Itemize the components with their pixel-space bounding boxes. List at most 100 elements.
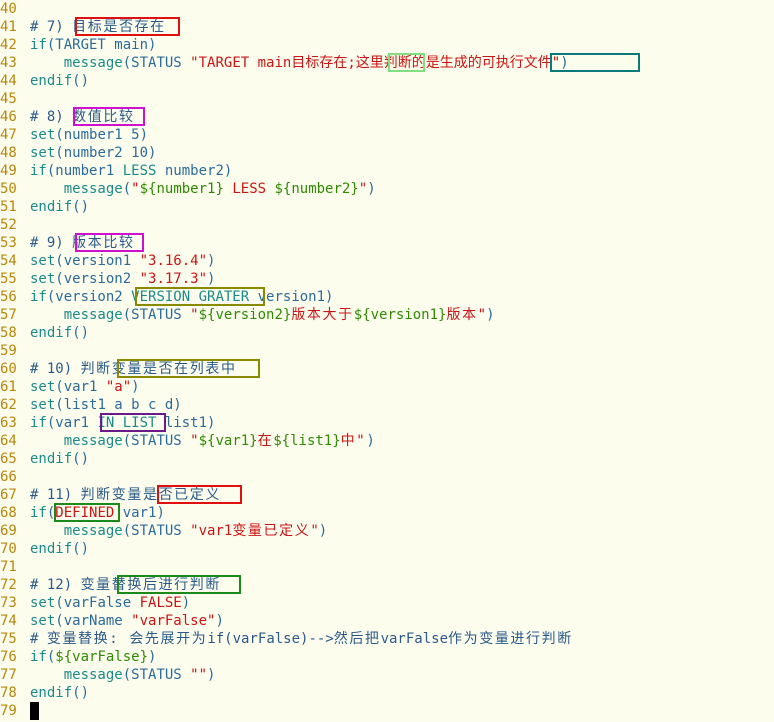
code-token: "varFalse" <box>131 613 216 629</box>
code-token <box>30 667 64 683</box>
code-token: if <box>30 163 47 179</box>
code-line-59[interactable]: 59 <box>0 342 30 360</box>
code-token: if <box>30 37 47 53</box>
code-line-46[interactable]: 46# 8) 数值比较 <box>0 108 135 126</box>
code-token: set <box>30 271 56 287</box>
code-token: version1) <box>249 289 334 305</box>
code-line-67[interactable]: 67# 11) 判断变量是否已定义 <box>0 486 221 504</box>
code-line-57[interactable]: 57 message(STATUS "${version2}版本大于${vers… <box>0 306 495 324</box>
code-token <box>30 307 64 323</box>
code-token: " <box>131 181 140 197</box>
code-line-79[interactable]: 79 <box>0 702 30 720</box>
code-line-50[interactable]: 50 message("${number1} LESS ${number2}") <box>0 180 376 198</box>
code-line-69[interactable]: 69 message(STATUS "var1变量已定义") <box>0 522 327 540</box>
code-token: ( <box>46 505 56 521</box>
code-token: () <box>72 73 90 89</box>
code-token: 作为变量进行判断 <box>448 631 573 647</box>
code-token: ) <box>181 595 191 611</box>
code-token: 变量替换后进行判断 <box>80 577 221 593</box>
code-token: list1) <box>156 415 216 431</box>
line-number: 75 <box>0 631 17 647</box>
code-token: ${var1} <box>198 433 258 449</box>
line-number: 51 <box>0 199 17 215</box>
code-token: endif <box>30 199 73 215</box>
text-cursor <box>30 702 39 720</box>
code-token: # 12) <box>30 577 81 593</box>
code-token: 目标是否存在 <box>72 19 166 35</box>
code-token: (version2 <box>46 289 132 305</box>
code-line-45[interactable]: 45 <box>0 90 30 108</box>
line-number: 52 <box>0 217 17 233</box>
code-token: " <box>477 307 487 323</box>
code-token: (STATUS <box>122 523 191 539</box>
code-token: 中" <box>340 433 367 449</box>
line-number: 73 <box>0 595 17 611</box>
code-token: () <box>72 541 90 557</box>
code-line-43[interactable]: 43 message(STATUS "TARGET main目标存在;这里判断的… <box>0 54 569 72</box>
code-token: () <box>72 451 90 467</box>
code-token: ${number2} <box>274 181 359 197</box>
code-line-40[interactable]: 40 <box>0 0 30 18</box>
code-token: 版本大于 <box>291 307 354 323</box>
code-token: var1) <box>114 505 165 521</box>
line-number: 44 <box>0 73 17 89</box>
line-number: 46 <box>0 109 17 125</box>
code-line-77[interactable]: 77 message(STATUS "") <box>0 666 215 684</box>
code-token: "3.16.4" <box>139 253 208 269</box>
line-number: 72 <box>0 577 17 593</box>
code-token: " <box>358 181 368 197</box>
line-number: 78 <box>0 685 17 701</box>
code-token: set <box>30 595 56 611</box>
code-line-66[interactable]: 66 <box>0 468 30 486</box>
code-token: set <box>30 145 56 161</box>
line-number: 67 <box>0 487 17 503</box>
line-number: 65 <box>0 451 17 467</box>
code-token: (STATUS <box>122 433 191 449</box>
code-token: (number1 5) <box>55 127 149 143</box>
code-token: ) <box>148 649 157 665</box>
code-token: " <box>190 433 199 449</box>
code-token: endif <box>30 541 73 557</box>
code-line-71[interactable]: 71 <box>0 558 30 576</box>
code-token: 判断变量是否已定义 <box>80 487 221 503</box>
code-line-53[interactable]: 53# 9) 版本比较 <box>0 234 135 252</box>
line-number: 43 <box>0 55 17 71</box>
line-number: 45 <box>0 91 17 107</box>
code-token: 变量替换: 会先展开为 <box>46 631 208 647</box>
code-line-60[interactable]: 60# 10) 判断变量是否在列表中 <box>0 360 237 378</box>
code-token: (version2 <box>55 271 140 287</box>
code-line-64[interactable]: 64 message(STATUS "${var1}在${list1}中") <box>0 432 375 450</box>
code-token: (number2 10) <box>55 145 157 161</box>
code-line-72[interactable]: 72 # 12) 变量替换后进行判断 <box>0 576 221 594</box>
code-line-41[interactable]: 41# 7) 目标是否存在 <box>0 18 166 36</box>
code-token: set <box>30 613 56 629</box>
code-token <box>30 55 64 71</box>
line-number: 58 <box>0 325 17 341</box>
code-token: if <box>30 505 47 521</box>
code-line-75[interactable]: 75# 变量替换: 会先展开为if(varFalse)-->然后把varFals… <box>0 630 573 648</box>
code-token: VERSION_GRATER <box>131 289 250 305</box>
code-token: ${version2} <box>198 307 292 323</box>
code-line-52[interactable]: 52 <box>0 216 30 234</box>
